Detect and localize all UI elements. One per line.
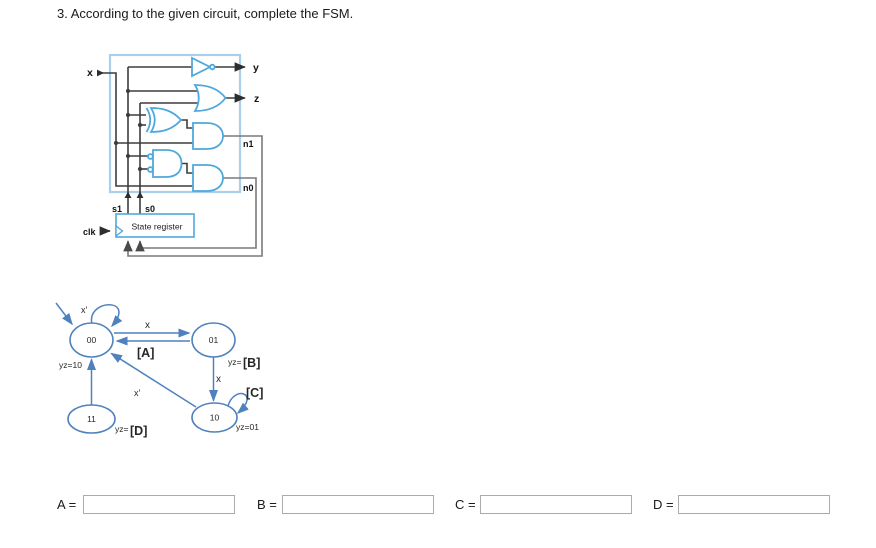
clk-label: clk	[83, 227, 97, 237]
state-11-output-prefix: yz=	[115, 424, 129, 434]
fsm-state-diagram: 00 01 11 10 x' x [A] x x' [C] yz=10 yz=0…	[55, 302, 263, 438]
state-register-box: State register	[115, 213, 195, 238]
fsm-states	[67, 322, 238, 434]
circuit-labels: x y z n1 n0 s1 s0 clk	[83, 62, 259, 237]
circuit-wires	[97, 62, 246, 236]
state-10	[191, 402, 238, 433]
and-gate-n1	[192, 122, 224, 150]
state-11-label: 11	[87, 414, 96, 424]
state-00-label: 00	[87, 335, 97, 345]
logic-box	[108, 53, 242, 194]
n1-feedback-wire	[123, 135, 263, 257]
circuit-diagram: State register x y z n1 n0 s1 s0 clk	[83, 53, 263, 257]
self-loop-10-label: [C]	[246, 386, 263, 400]
question-title: 3. According to the given circuit, compl…	[57, 6, 354, 21]
transition-10-00	[110, 352, 197, 408]
answer-d-input[interactable]	[678, 495, 830, 514]
answer-c-label: C =	[455, 497, 476, 512]
fsm-state-labels: 00 01 11 10	[87, 335, 220, 424]
n0-label: n0	[243, 183, 254, 193]
answer-b-input[interactable]	[282, 495, 434, 514]
feedback-wires	[123, 135, 263, 257]
state-00-output-label: yz=10	[59, 360, 82, 370]
fsm-edge-labels: x' x [A] x x' [C] yz=10 yz=01 yz= [B] yz…	[59, 305, 263, 438]
or-gate	[193, 84, 227, 112]
initial-arrow	[55, 302, 73, 326]
s1-label: s1	[112, 204, 122, 214]
wire-arrowheads	[97, 69, 144, 198]
n1-label: n1	[243, 139, 254, 149]
nor-gate	[147, 149, 183, 178]
state-10-output-label: yz=01	[236, 422, 259, 432]
x-input-wire	[97, 72, 193, 187]
state-01-label: 01	[209, 335, 219, 345]
n0-feedback-wire	[135, 177, 257, 252]
state-01	[191, 322, 236, 358]
and-gate-n0	[192, 164, 224, 192]
state-01-output-blank: [B]	[243, 356, 260, 370]
state-11-output-blank: [D]	[130, 424, 147, 438]
state-00	[69, 322, 114, 358]
answer-c-input[interactable]	[480, 495, 632, 514]
state-10-label: 10	[210, 413, 220, 423]
self-loop-00-label: x'	[81, 305, 88, 315]
fsm-transitions	[55, 302, 249, 414]
x-input-label: x	[87, 67, 93, 79]
self-loop-00	[90, 304, 123, 328]
state-11	[67, 404, 116, 434]
z-output-label: z	[254, 93, 259, 105]
junction-dots	[113, 88, 143, 172]
s1-arrowhead	[124, 191, 132, 198]
state-register-label: State register	[131, 222, 182, 232]
x-entry-arrowhead	[97, 69, 104, 77]
answer-d-label: D =	[653, 497, 674, 512]
xor-to-and-wire	[181, 119, 193, 129]
answer-a-label: A =	[57, 497, 77, 512]
not-gate	[191, 56, 216, 78]
y-output-label: y	[253, 62, 259, 74]
state-01-output-prefix: yz=	[228, 357, 242, 367]
answer-a-input[interactable]	[83, 495, 235, 514]
answer-b-label: B =	[257, 497, 277, 512]
transition-00-01-label: x	[145, 320, 150, 331]
s0-arrowhead	[136, 191, 144, 198]
xor-gate	[145, 107, 183, 133]
transition-01-10-label: x	[216, 374, 221, 385]
nor-to-and-wire	[181, 162, 193, 174]
clock-triangle-icon	[115, 224, 124, 238]
self-loop-10	[227, 392, 249, 414]
gates	[145, 56, 227, 192]
transition-01-00-label: [A]	[137, 346, 154, 360]
s0-label: s0	[145, 204, 155, 214]
transition-10-00-label: x'	[134, 388, 141, 398]
